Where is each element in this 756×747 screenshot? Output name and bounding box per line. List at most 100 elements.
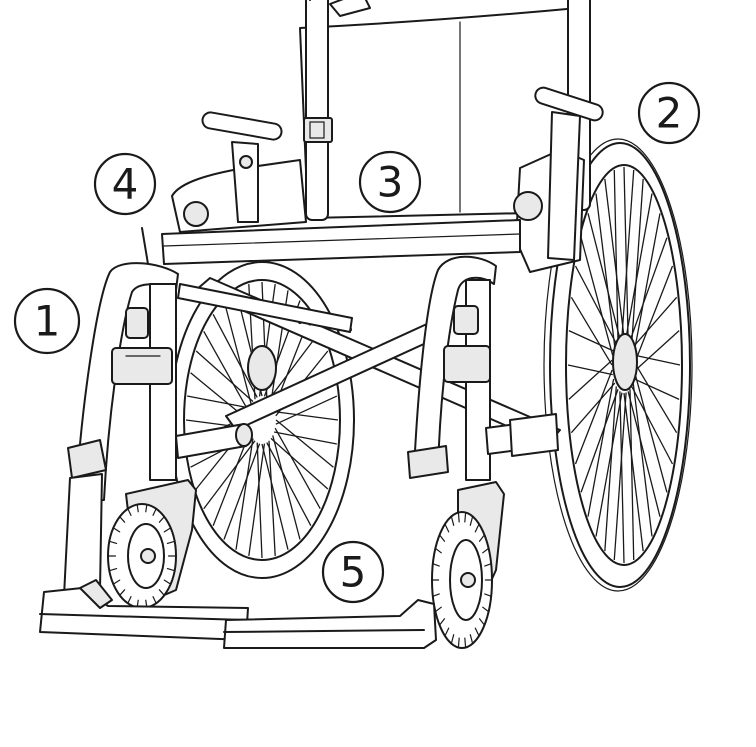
wheel-spoke [625, 193, 653, 338]
wheel-spoke [268, 440, 276, 556]
wheel-spoke [632, 382, 653, 537]
right-armrest [513, 86, 604, 273]
wheel-spoke [248, 443, 266, 556]
left-caster [107, 479, 197, 609]
wheel-spoke [223, 300, 252, 405]
tire-tread [432, 563, 440, 567]
callout-5: 5 [321, 540, 385, 604]
wheel-spoke [631, 386, 674, 465]
wheel-spoke [272, 435, 301, 540]
wheel-spoke [595, 392, 623, 537]
wheel-spoke [268, 330, 321, 400]
callout-1-label: 1 [34, 297, 61, 346]
tire-tread [127, 596, 132, 604]
wheel-spoke [187, 395, 251, 409]
tire-tread [469, 634, 474, 645]
tire-tread [464, 637, 467, 649]
wheel-spoke [613, 392, 627, 561]
wheel-spoke [635, 265, 674, 361]
right-footrest [223, 599, 437, 649]
wheel-spoke [195, 350, 254, 403]
wheel-spoke [273, 431, 337, 445]
wheel-spoke [574, 369, 613, 465]
callout-4-label: 4 [112, 160, 139, 209]
tire-tread [474, 627, 480, 637]
wheel-spoke [235, 438, 254, 550]
rear-left-wheel [169, 261, 355, 579]
wheel-spoke [568, 359, 613, 400]
tire-tread [163, 527, 172, 533]
tire-tread [450, 515, 455, 526]
tire-tread [482, 547, 490, 554]
tire-tread [136, 503, 139, 513]
wheel-spoke [203, 330, 250, 413]
tire-tread [457, 511, 460, 523]
wheel-spoke [595, 193, 616, 348]
wheel-spoke [635, 354, 681, 366]
tire-tread [145, 503, 148, 513]
callout-3: 3 [358, 150, 422, 214]
wheel-spoke [627, 391, 661, 517]
tire-tread [432, 593, 440, 597]
tire-tread [152, 596, 157, 604]
wheel-spoke [570, 296, 613, 366]
wheel-spoke [634, 374, 668, 493]
tire-tread [119, 516, 126, 523]
wheel-spoke [635, 364, 678, 434]
wheel-spoke [633, 213, 661, 352]
callout-3-label: 3 [377, 158, 404, 207]
wheel-spoke [266, 442, 312, 527]
wheel-spoke [613, 169, 619, 341]
rear-right-wheel [543, 138, 693, 592]
tire-tread [152, 508, 157, 516]
tire-tread [457, 637, 460, 649]
tire-tread [469, 515, 474, 526]
wheel-spoke [587, 213, 621, 339]
tire-tread [434, 547, 442, 554]
tire-tread [444, 523, 450, 533]
wheel-spoke [568, 330, 614, 352]
tire-tread [438, 618, 446, 626]
wheel-spoke [621, 169, 635, 338]
wheel-spoke [256, 442, 263, 559]
tire-tread [438, 534, 446, 542]
tire-tread [163, 579, 172, 585]
wheel-spoke [574, 265, 617, 344]
tire-tread [112, 579, 121, 585]
wheel-spoke [567, 364, 613, 376]
wheel-spoke [275, 395, 338, 425]
wheel-spoke [274, 427, 321, 510]
left-footrest [39, 579, 249, 641]
tire-tread [127, 508, 132, 516]
tire-tread [434, 606, 442, 613]
wheel-spoke [629, 389, 635, 561]
wheel-spoke [203, 440, 256, 510]
wheel-spoke [631, 178, 644, 344]
tire-tread [112, 527, 121, 533]
wheel-spoke [623, 166, 629, 339]
wheel-spoke [261, 443, 289, 550]
wheel-spoke [570, 382, 616, 434]
tire-tread [108, 540, 118, 545]
wheel-spoke [212, 431, 251, 526]
callout-2-label: 2 [656, 89, 683, 138]
wheel-spoke [635, 330, 680, 371]
wheel-spoke [629, 237, 668, 341]
tire-tread [450, 634, 455, 645]
callout-1: 1 [13, 287, 81, 355]
right-caster [431, 481, 505, 649]
wheel-spoke [270, 437, 329, 490]
tire-tread [484, 563, 492, 567]
wheel-spoke [623, 392, 644, 552]
callout-2: 2 [637, 81, 701, 145]
wheel-spoke [587, 378, 615, 517]
wheel-spoke [580, 389, 619, 493]
wheel-spoke [275, 419, 334, 468]
right-front-frame [407, 255, 559, 481]
left-armrest [141, 111, 307, 277]
tire-tread [158, 516, 165, 523]
wheel-spoke [212, 313, 258, 398]
tire-tread [484, 593, 492, 597]
tire-tread [482, 606, 490, 613]
